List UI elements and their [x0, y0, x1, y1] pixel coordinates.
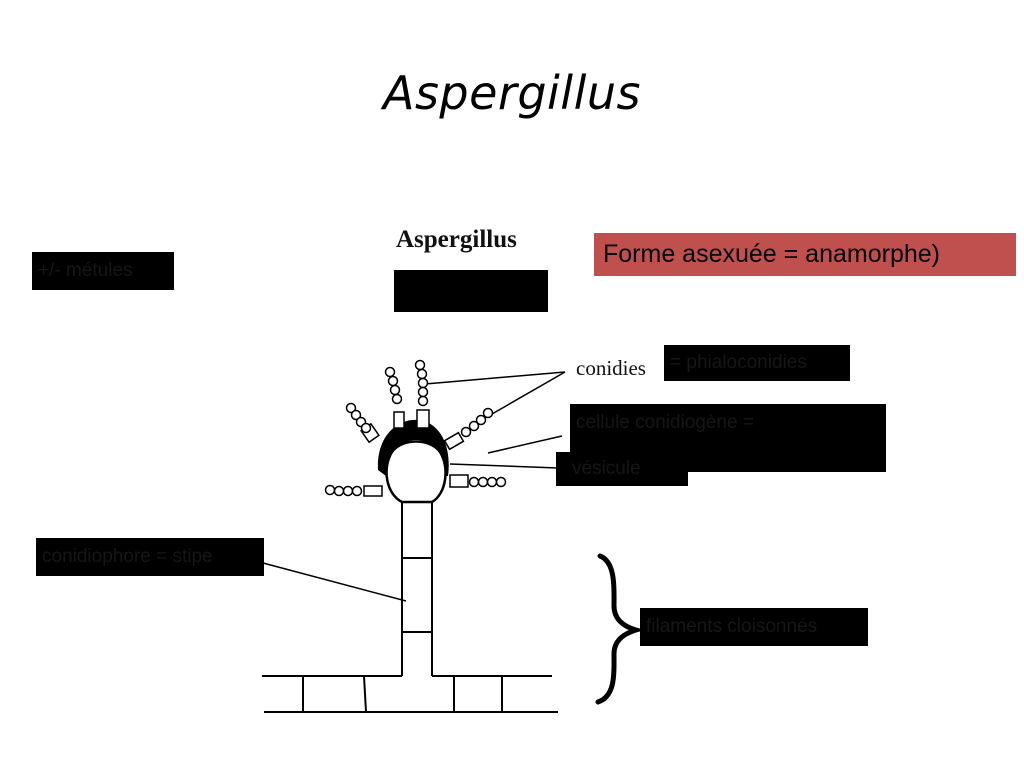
- conidium: [417, 377, 429, 389]
- conidium: [391, 393, 403, 405]
- conidium: [384, 366, 396, 378]
- phialide: [443, 431, 465, 451]
- conidium: [414, 359, 426, 371]
- conidium: [342, 485, 354, 497]
- conidies-pointer: [424, 371, 566, 385]
- vesicle: [385, 440, 447, 504]
- cellule-pointer: [487, 435, 563, 454]
- phialide: [363, 485, 383, 497]
- conidium: [345, 402, 357, 414]
- phialide: [416, 409, 430, 429]
- conidies-pointer: [491, 371, 566, 415]
- conidium: [495, 476, 507, 488]
- phialide: [449, 474, 469, 488]
- conidium: [482, 407, 494, 419]
- slide-title: Aspergillus: [382, 66, 641, 120]
- caption-redaction-box: [394, 270, 548, 312]
- conidium: [460, 426, 472, 438]
- conidium: [416, 368, 428, 380]
- conidium: [417, 395, 429, 407]
- conidiophore-label: conidiophore = stipe: [36, 538, 264, 576]
- conidium: [360, 422, 372, 434]
- conidium: [468, 476, 480, 488]
- conidium: [389, 384, 401, 396]
- conidium: [475, 414, 487, 426]
- conidium: [351, 485, 363, 497]
- figure-caption: Aspergillus: [396, 226, 517, 253]
- conidium: [468, 420, 480, 432]
- phialide-layer: [377, 419, 449, 476]
- conidium: [324, 484, 336, 496]
- conidium: [387, 375, 399, 387]
- cellule-conidiogene-line1: cellule conidiogène =: [576, 412, 754, 433]
- conidium: [477, 476, 489, 488]
- phialide: [393, 411, 405, 429]
- curly-brace: [595, 553, 646, 705]
- conidies-label: conidies: [576, 356, 646, 380]
- conidium: [486, 476, 498, 488]
- forme-asexuee-box: Forme asexuée = anamorphe): [594, 233, 1016, 276]
- vesicule-pointer: [449, 463, 559, 469]
- phialoconidies-label: = phialoconidies: [664, 345, 850, 381]
- vesicule-label: vésicule: [556, 452, 688, 486]
- conidium: [333, 485, 345, 497]
- hypha-septum: [363, 675, 367, 713]
- conidium: [417, 386, 429, 398]
- conidium: [350, 409, 362, 421]
- filaments-label: filaments cloisonnés: [640, 608, 868, 646]
- metules-label: +/- métules: [32, 252, 174, 290]
- conidiophore-pointer: [262, 562, 407, 602]
